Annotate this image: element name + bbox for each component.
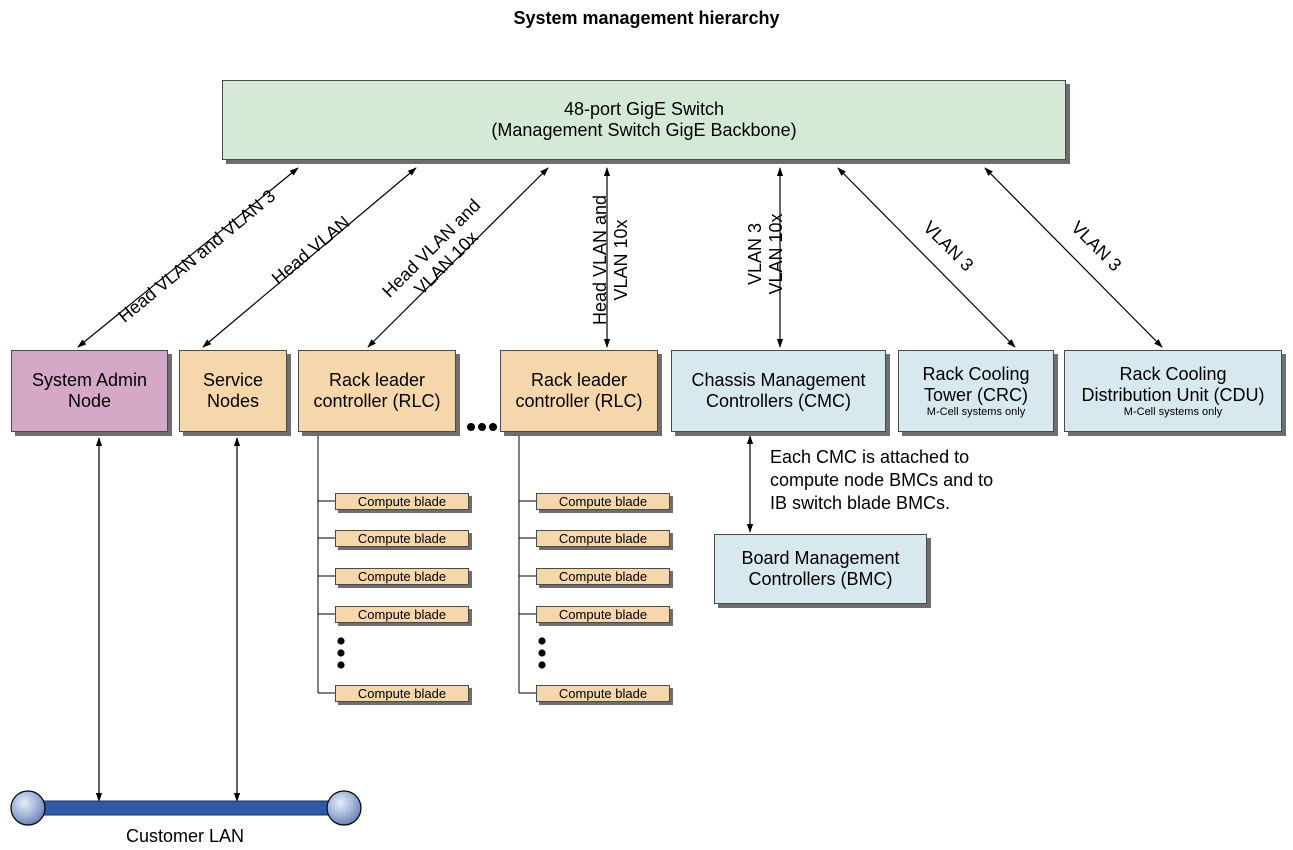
compute-blade: Compute blade	[335, 685, 469, 702]
link-cdu	[984, 167, 1163, 348]
service-nodes: Service Nodes	[179, 350, 287, 432]
rlc2-line1: Rack leader	[530, 370, 628, 390]
service-nodes-line1: Service	[202, 370, 264, 390]
rlc1-line2: controller (RLC)	[313, 391, 441, 411]
link-label-cmc: VLAN 3 VLAN 10x	[745, 204, 787, 304]
link-label-rlc2-line2: VLAN 10x	[611, 219, 631, 301]
rlc-ellipsis	[467, 423, 497, 431]
cmc-note-line1: Each CMC is attached to	[770, 447, 970, 467]
bmc-line2: Controllers (BMC)	[748, 569, 893, 589]
compute-blade: Compute blade	[335, 568, 469, 585]
crc-note: M-Cell systems only	[926, 405, 1026, 418]
rack-cooling-distribution-unit: Rack Cooling Distribution Unit (CDU) M-C…	[1064, 350, 1282, 432]
link-label-cmc-line1: VLAN 3	[745, 222, 765, 286]
cmc-note-line3: IB switch blade BMCs.	[770, 493, 951, 513]
board-management-controllers: Board Management Controllers (BMC)	[714, 534, 927, 604]
cmc-line2: Controllers (CMC)	[705, 391, 851, 411]
compute-blade: Compute blade	[536, 606, 670, 623]
compute-blade: Compute blade	[536, 530, 670, 547]
rack-cooling-tower: Rack Cooling Tower (CRC) M-Cell systems …	[898, 350, 1054, 432]
rlc1-blade-tree	[317, 432, 335, 694]
compute-blade: Compute blade	[536, 685, 670, 702]
link-crc	[837, 167, 1016, 348]
cdu-note: M-Cell systems only	[1123, 405, 1223, 418]
cdu-line2: Distribution Unit (CDU)	[1081, 384, 1265, 405]
link-rlc1	[367, 167, 549, 348]
diagram-title: System management hierarchy	[513, 8, 780, 28]
compute-blade: Compute blade	[335, 493, 469, 510]
system-admin-node: System Admin Node	[11, 350, 168, 432]
customer-lan-bar	[10, 790, 362, 826]
system-admin-node-line2: Node	[67, 391, 112, 411]
compute-blade: Compute blade	[335, 606, 469, 623]
gige-switch-line2: (Management Switch GigE Backbone)	[491, 120, 797, 140]
cdu-line1: Rack Cooling	[1119, 363, 1227, 384]
link-label-rlc2-line1: Head VLAN and	[590, 194, 610, 326]
cmc-note: Each CMC is attached to compute node BMC…	[770, 446, 993, 515]
service-nodes-line2: Nodes	[206, 391, 260, 411]
rlc1-line1: Rack leader	[328, 370, 426, 390]
cmc-line1: Chassis Management	[691, 370, 866, 390]
link-label-rlc2: Head VLAN and VLAN 10x	[590, 185, 632, 335]
rlc2-blade-ellipsis	[538, 637, 546, 669]
rlc2-blade-tree	[518, 432, 536, 694]
compute-blade: Compute blade	[536, 568, 670, 585]
system-admin-node-line1: System Admin	[31, 370, 148, 390]
link-label-cmc-line2: VLAN 10x	[766, 213, 786, 295]
compute-blade: Compute blade	[536, 493, 670, 510]
chassis-management-controllers: Chassis Management Controllers (CMC)	[671, 350, 886, 432]
cmc-note-line2: compute node BMCs and to	[770, 470, 994, 490]
rack-leader-controller-1: Rack leader controller (RLC)	[298, 350, 456, 432]
gige-switch-line1: 48-port GigE Switch	[563, 99, 725, 119]
crc-line2: Tower (CRC)	[923, 384, 1028, 405]
rlc1-blade-ellipsis	[337, 637, 345, 669]
crc-line1: Rack Cooling	[922, 363, 1030, 384]
gige-switch: 48-port GigE Switch (Management Switch G…	[222, 80, 1066, 160]
bmc-line1: Board Management	[741, 548, 900, 568]
rlc2-line2: controller (RLC)	[515, 391, 643, 411]
compute-blade: Compute blade	[335, 530, 469, 547]
rack-leader-controller-2: Rack leader controller (RLC)	[500, 350, 658, 432]
customer-lan-label: Customer LAN	[125, 826, 245, 846]
